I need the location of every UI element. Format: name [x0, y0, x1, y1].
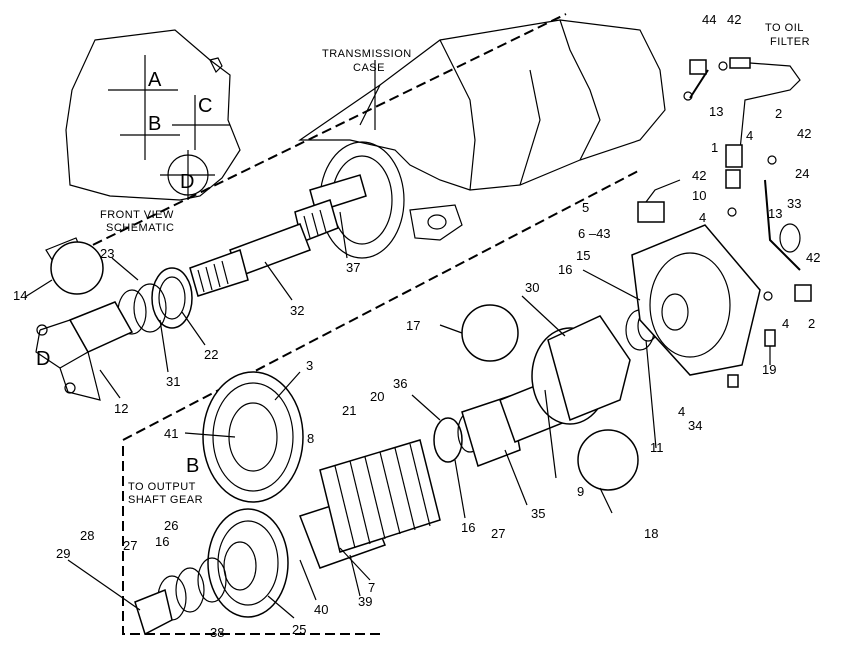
- callout: 27: [491, 526, 505, 541]
- callout: 42: [727, 12, 741, 27]
- callout: 4: [678, 404, 685, 419]
- callout: 13: [709, 104, 723, 119]
- callout: 26: [164, 518, 178, 533]
- callout: 29: [56, 546, 70, 561]
- callout: 18: [644, 526, 658, 541]
- output-gear-caption-1: TO OUTPUT: [128, 481, 196, 493]
- schematic-label-a: A: [148, 69, 162, 91]
- callout: 15: [576, 248, 590, 263]
- callout: 33: [787, 196, 801, 211]
- callout: 13: [768, 206, 782, 221]
- callout: 23: [100, 246, 114, 261]
- callout: 12: [114, 401, 128, 416]
- callout: 11: [650, 440, 664, 455]
- callout: 16: [461, 520, 475, 535]
- callout: 28: [80, 528, 94, 543]
- gear-and-clutch-parts: [50, 224, 761, 636]
- leader-lines: [24, 211, 771, 619]
- front-view-caption-1: FRONT VIEW: [100, 209, 174, 221]
- callout: 1: [711, 140, 718, 155]
- callout: 3: [306, 358, 313, 373]
- callout: 42: [797, 126, 811, 141]
- callout: 40: [314, 602, 328, 617]
- callout: 19: [762, 362, 776, 377]
- transmission-case-caption-1: TRANSMISSION: [322, 48, 412, 60]
- callout: 5: [582, 200, 589, 215]
- callout: 4: [746, 128, 753, 143]
- oil-line-fittings: [637, 57, 812, 388]
- callout: 4: [782, 316, 789, 331]
- callout: 37: [346, 260, 360, 275]
- view-label-d: D: [36, 348, 50, 370]
- callout: 6 –43: [578, 226, 611, 241]
- output-shaft-assembly: [35, 174, 367, 401]
- front-view-schematic: A B C D FRONT VIEW SCHEMATIC: [65, 29, 241, 234]
- to-oil-filter-caption-2: FILTER: [770, 36, 810, 48]
- callout: 31: [166, 374, 180, 389]
- transmission-case: TRANSMISSION CASE: [298, 19, 666, 259]
- callout: 38: [210, 625, 224, 640]
- front-view-caption-2: SCHEMATIC: [106, 222, 174, 234]
- callout: 9: [577, 484, 584, 499]
- callout: 14: [13, 288, 27, 303]
- callout: 2: [775, 106, 782, 121]
- callout: 7: [368, 580, 375, 595]
- callout: 39: [358, 594, 372, 609]
- output-gear-caption-2: SHAFT GEAR: [128, 494, 203, 506]
- callout: 21: [342, 403, 356, 418]
- schematic-label-d: D: [180, 171, 194, 193]
- section-outline: [65, 13, 641, 635]
- callout: 17: [406, 318, 420, 333]
- callout: 30: [525, 280, 539, 295]
- callout: 32: [290, 303, 304, 318]
- callout: 25: [292, 622, 306, 637]
- callout: 35: [531, 506, 545, 521]
- callout: 16: [155, 534, 169, 549]
- callout: 34: [688, 418, 702, 433]
- callout: 16: [558, 262, 572, 277]
- callout: 41: [164, 426, 178, 441]
- transmission-case-caption-2: CASE: [353, 62, 385, 74]
- callout: 4: [699, 210, 706, 225]
- callout: 2: [808, 316, 815, 331]
- part-callouts: 44 42 13 1 4 2 42 24 42 10 4 5 6 –43 13 …: [13, 12, 820, 640]
- schematic-label-c: C: [198, 95, 212, 117]
- callout: 10: [692, 188, 706, 203]
- to-oil-filter-caption-1: TO OIL: [765, 22, 804, 34]
- schematic-label-b: B: [148, 113, 161, 135]
- callout: 27: [123, 538, 137, 553]
- callout: 22: [204, 347, 218, 362]
- callout: 8: [307, 431, 314, 446]
- callout: 20: [370, 389, 384, 404]
- callout: 44: [702, 12, 716, 27]
- view-label-b: B: [186, 455, 199, 477]
- callout: 24: [795, 166, 809, 181]
- callout: 42: [806, 250, 820, 265]
- callout: 36: [393, 376, 407, 391]
- callout: 42: [692, 168, 706, 183]
